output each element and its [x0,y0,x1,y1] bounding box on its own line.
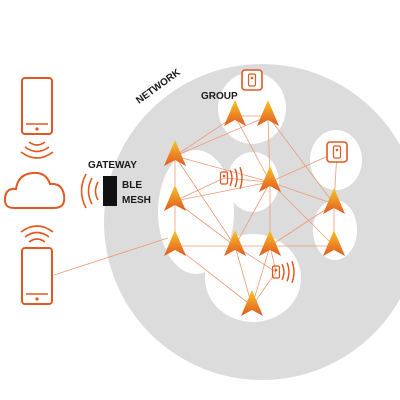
mesh-link [174,155,236,247]
mesh-link [269,181,335,205]
broadcast-icon [234,168,238,188]
mesh-link [174,181,271,202]
mesh-node-icon [323,230,345,256]
right-bubble [313,200,357,260]
group-bubble [218,72,286,144]
mesh-node-icon [164,140,186,166]
light-switch-icon [241,69,263,91]
ble-label: BLE [122,180,142,191]
mesh-link [251,245,271,307]
gateway-block [103,176,117,206]
cloud-icon [3,171,66,209]
gateway [80,173,117,209]
mesh-label: MESH [122,195,151,206]
network-area [104,64,400,380]
mesh-link [174,200,236,247]
mesh-node-icon [224,100,246,126]
mesh-link [174,115,269,157]
mesh-node-icon [241,290,263,316]
gateway-label: GATEWAY [88,160,137,171]
smartphone-icon [21,247,53,305]
mesh-node-icon [257,100,279,126]
broadcast-icon [239,166,243,190]
switch-link [269,151,338,183]
mesh-node-icon [164,185,186,211]
broadcast-icon [281,263,285,281]
left-devices [3,77,66,305]
broadcast-icon [20,225,54,243]
broadcast-icon [229,169,233,187]
mesh-link [174,155,271,183]
mesh-link [267,115,335,205]
broadcast-icon [80,173,99,209]
light-switch-icon [219,166,243,190]
broadcast-icon [291,260,295,284]
mesh-link [269,203,335,247]
mesh-link [174,245,253,307]
mesh-node-icon [259,166,281,192]
mesh-link [234,181,271,247]
mesh-link [174,115,236,157]
broadcast-icon [20,141,54,159]
mesh-node-icon [259,230,281,256]
switch-icons [219,69,348,284]
mesh-link [269,181,335,247]
phone-link [53,237,169,276]
center-bubble [227,152,279,212]
mesh-node-icon [224,230,246,256]
smartphone-icon [21,77,53,135]
light-switch-icon [326,141,348,163]
mesh-link [234,115,271,183]
switch-link [174,177,225,202]
group-label: GROUP [201,91,238,102]
broadcast-icon [286,262,290,282]
bottom-bubble [205,234,301,322]
mesh-link [234,245,253,307]
light-switch-icon [271,260,295,284]
mesh-node-icon [164,230,186,256]
mesh-node-icon [323,188,345,214]
mesh-nodes [164,100,345,316]
